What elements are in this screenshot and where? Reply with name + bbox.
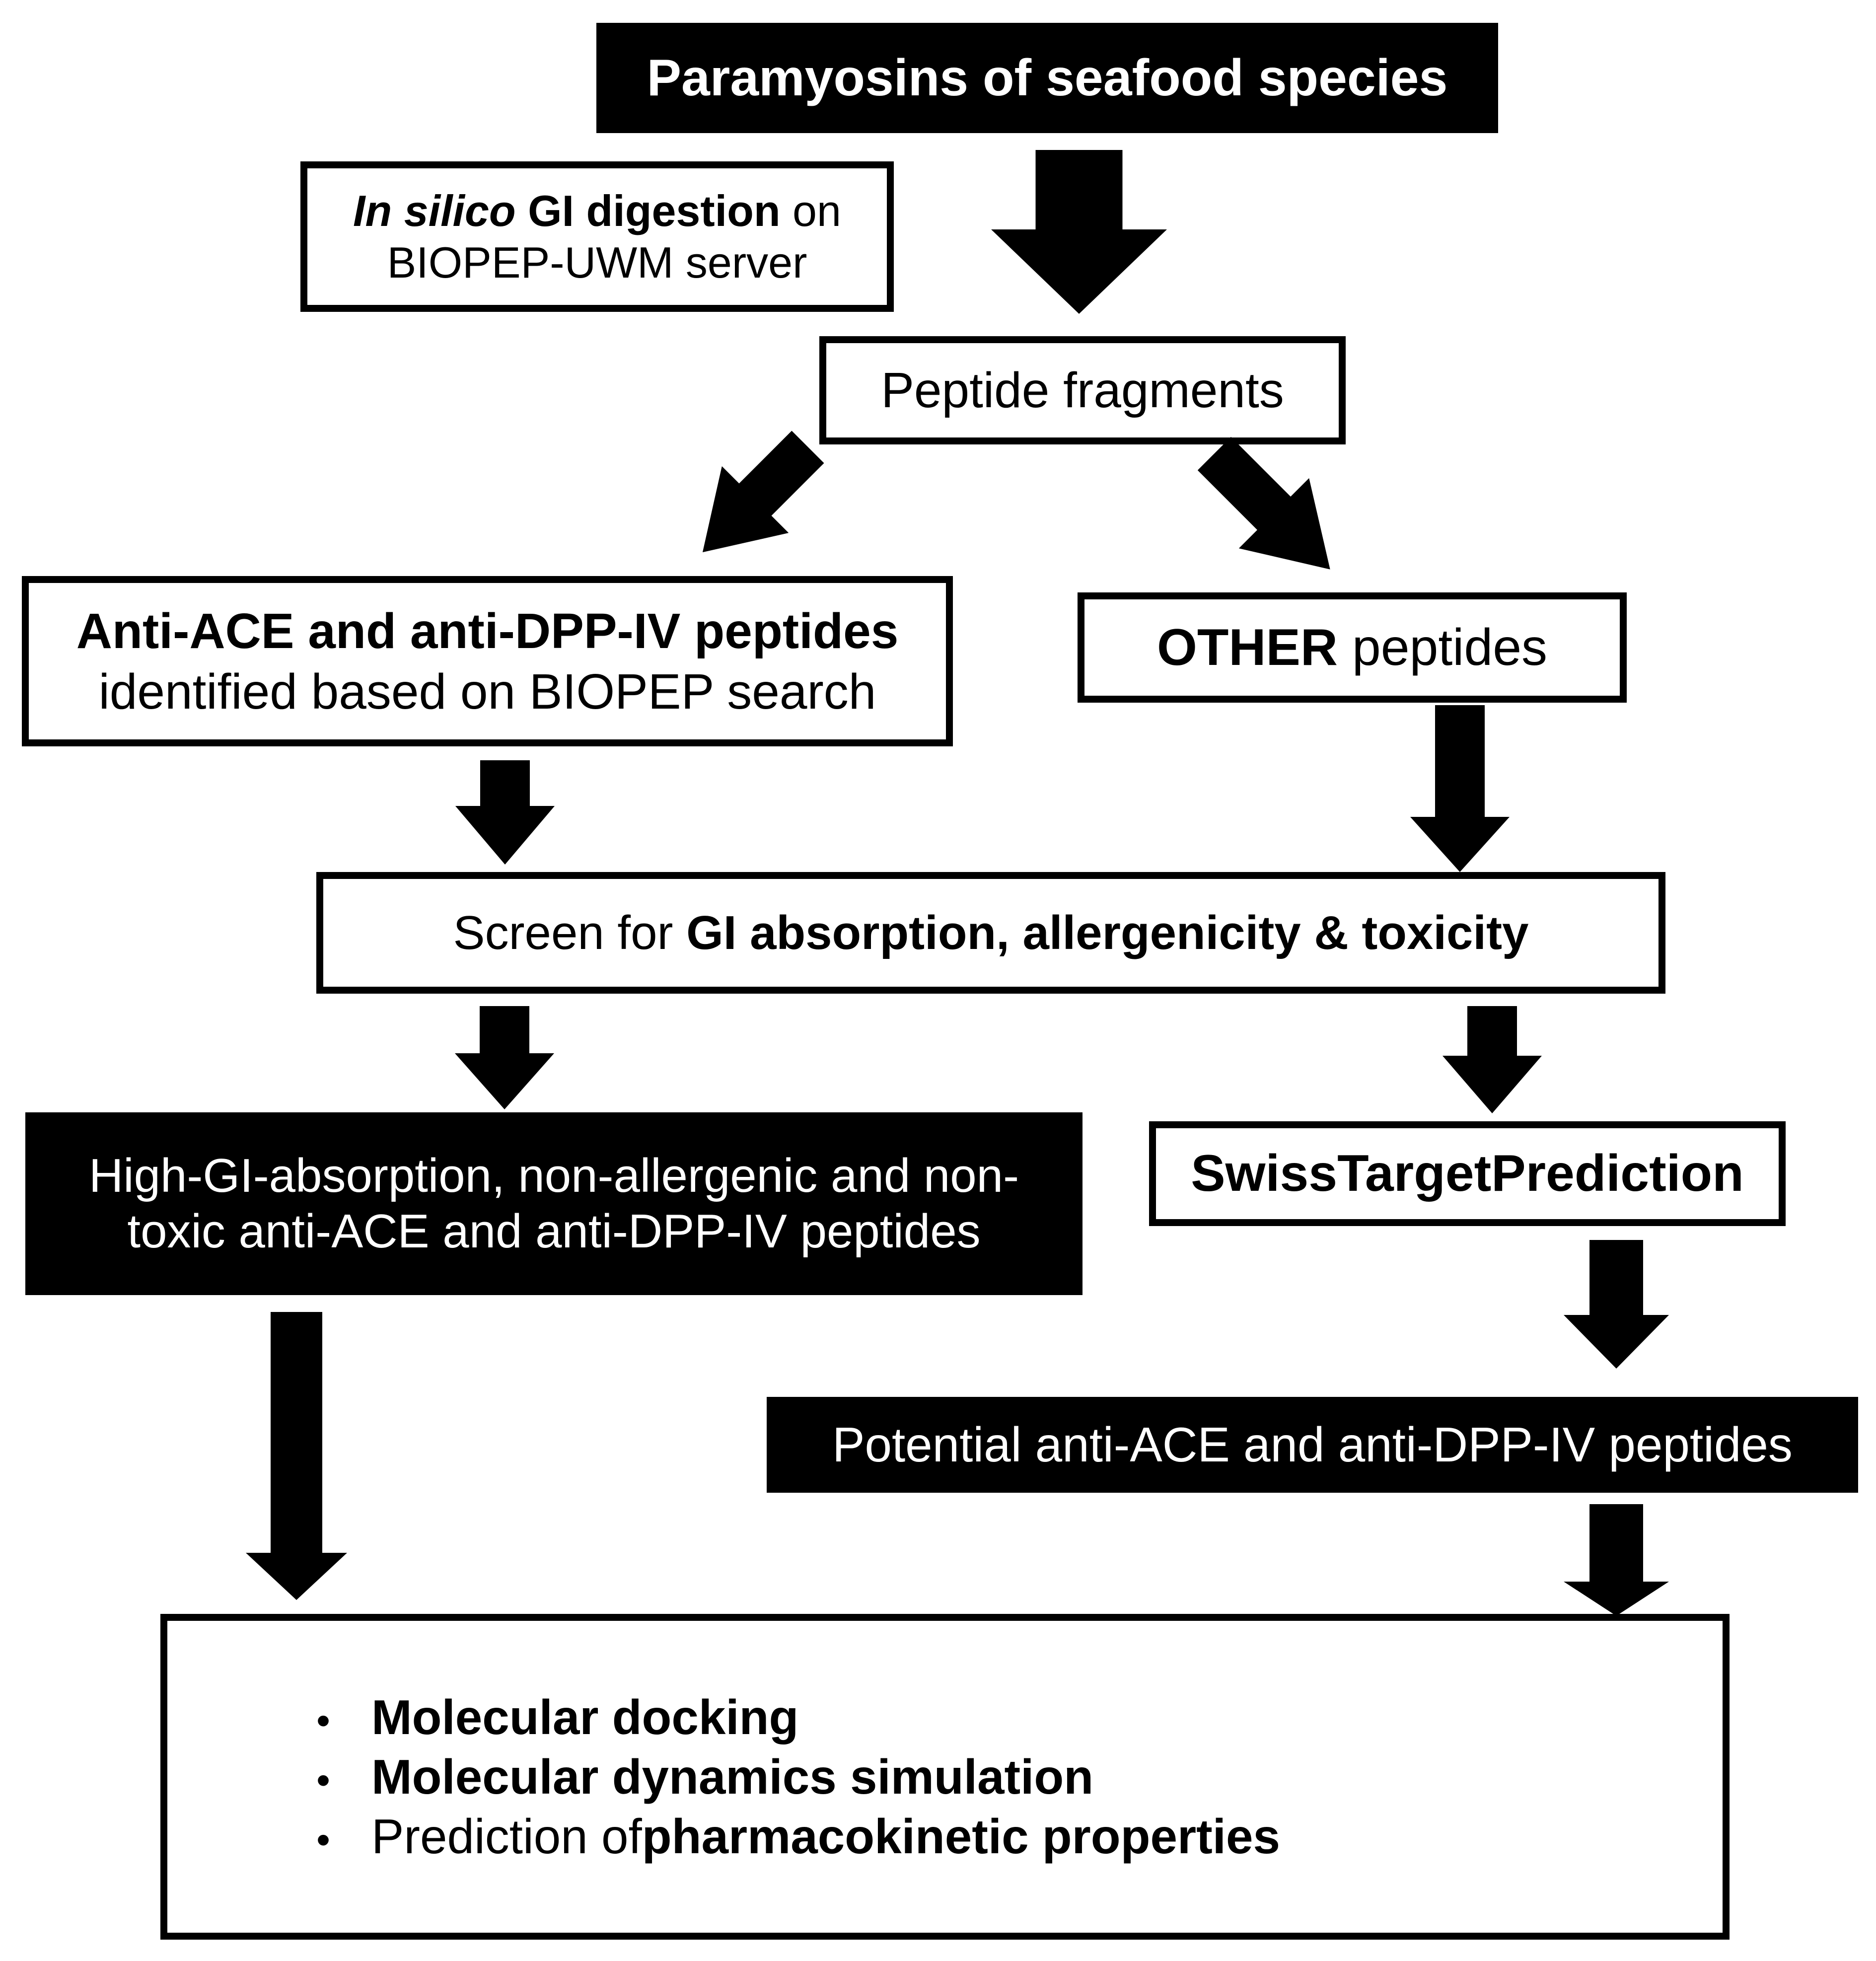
insilico-emphasis-text: In silico bbox=[353, 186, 516, 235]
arrow-down-title-to-fragments-icon bbox=[991, 150, 1167, 314]
node-insilico-digestion-line1: In silico GI digestion on bbox=[353, 185, 841, 237]
list-item-bold: pharmacokinetic properties bbox=[642, 1809, 1281, 1864]
arrow-down-screen-to-highgi-icon bbox=[455, 1006, 554, 1109]
screening-bold-text: GI absorption, allergenicity & toxicity bbox=[686, 906, 1529, 959]
arrow-down-left-fragments-to-biopep-icon bbox=[669, 414, 841, 585]
node-analysis-list: • Molecular docking • Molecular dynamics s… bbox=[160, 1614, 1730, 1940]
node-high-gi-absorption: High-GI-absorption, non-allergenic and n… bbox=[25, 1112, 1082, 1295]
bullet-icon: • bbox=[316, 1817, 331, 1862]
node-high-gi-line2: toxic anti-ACE and anti-DPP-IV peptides bbox=[127, 1205, 981, 1258]
bullet-icon: • bbox=[316, 1758, 331, 1802]
arrow-down-other-to-screen-icon bbox=[1410, 705, 1510, 872]
arrow-down-screen-to-swiss-icon bbox=[1443, 1006, 1542, 1113]
screening-lead-text: Screen for bbox=[453, 906, 687, 959]
digestion-tail-text: on bbox=[780, 186, 841, 235]
other-bold-text: OTHER bbox=[1156, 618, 1338, 676]
node-peptide-fragments-label: Peptide fragments bbox=[881, 362, 1284, 418]
node-potential-peptides-label: Potential anti-ACE and anti-DPP-IV pepti… bbox=[832, 1417, 1793, 1472]
bullet-icon: • bbox=[316, 1698, 331, 1743]
node-potential-peptides: Potential anti-ACE and anti-DPP-IV pepti… bbox=[767, 1397, 1858, 1493]
list-item: • Molecular dynamics simulation bbox=[316, 1747, 1093, 1807]
node-screening: Screen for GI absorption, allergenicity … bbox=[316, 872, 1665, 994]
node-insilico-digestion-line2: BIOPEP-UWM server bbox=[387, 237, 807, 287]
node-other-peptides: OTHER peptides bbox=[1078, 592, 1627, 703]
list-item: • Prediction of pharmacokinetic propertie… bbox=[316, 1807, 1280, 1866]
node-paramyosins-label: Paramyosins of seafood species bbox=[647, 49, 1448, 107]
other-tail-text: peptides bbox=[1337, 618, 1548, 676]
list-item: • Molecular docking bbox=[316, 1687, 798, 1747]
list-item-lead: Prediction of bbox=[371, 1809, 642, 1864]
arrow-down-swiss-to-potential-icon bbox=[1564, 1240, 1669, 1369]
arrow-down-potential-to-analysis-icon bbox=[1564, 1504, 1669, 1616]
node-swiss-target-label: SwissTargetPrediction bbox=[1191, 1145, 1744, 1202]
arrow-down-biopep-to-screen-icon bbox=[455, 760, 555, 865]
node-swiss-target-prediction: SwissTargetPrediction bbox=[1149, 1121, 1786, 1226]
node-other-peptides-line: OTHER peptides bbox=[1157, 618, 1547, 677]
list-item-bold: Molecular docking bbox=[371, 1690, 799, 1744]
node-anti-ace-dpp-peptides: Anti-ACE and anti-DPP-IV peptides identi… bbox=[22, 576, 953, 746]
gi-digestion-text: GI digestion bbox=[515, 186, 781, 235]
node-insilico-digestion: In silico GI digestion on BIOPEP-UWM ser… bbox=[300, 161, 894, 312]
arrow-down-right-fragments-to-other-icon bbox=[1179, 419, 1366, 605]
node-anti-ace-dpp-line2: identified based on BIOPEP search bbox=[98, 663, 876, 720]
node-screening-line: Screen for GI absorption, allergenicity … bbox=[453, 906, 1529, 960]
list-item-bold: Molecular dynamics simulation bbox=[371, 1749, 1094, 1804]
node-paramyosins: Paramyosins of seafood species bbox=[596, 23, 1498, 133]
node-anti-ace-dpp-line1: Anti-ACE and anti-DPP-IV peptides bbox=[76, 603, 899, 659]
node-peptide-fragments: Peptide fragments bbox=[819, 336, 1346, 444]
node-high-gi-line1: High-GI-absorption, non-allergenic and n… bbox=[88, 1149, 1019, 1202]
arrow-down-highgi-to-analysis-icon bbox=[246, 1312, 347, 1600]
